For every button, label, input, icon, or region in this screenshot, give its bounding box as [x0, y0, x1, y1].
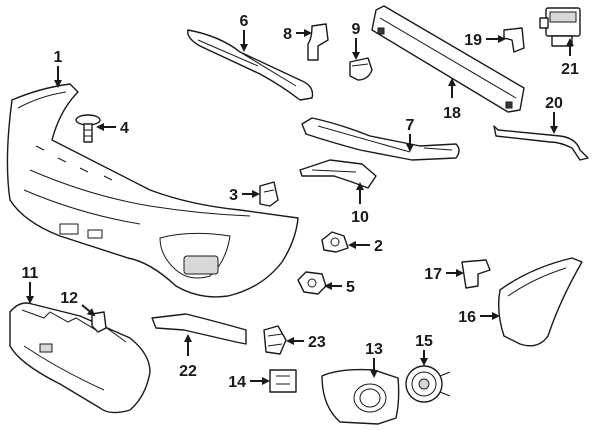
retainer-23	[263, 325, 287, 355]
leader-12	[81, 304, 96, 317]
callout-11: 11	[22, 265, 39, 282]
side-bracket	[493, 125, 589, 161]
callout-13: 13	[365, 341, 383, 358]
callout-22: 22	[179, 363, 197, 380]
bracket-19	[503, 27, 525, 53]
leader-lines	[26, 29, 574, 385]
callout-4: 4	[120, 120, 129, 137]
callout-15: 15	[415, 333, 433, 350]
bracket-17	[461, 259, 491, 289]
callout-23: 23	[308, 334, 326, 351]
callout-7: 7	[406, 117, 415, 134]
fog-lamp	[405, 365, 451, 403]
fog-lamp-bezel	[321, 368, 400, 425]
callout-17: 17	[424, 266, 442, 283]
callout-10: 10	[351, 209, 369, 226]
retainer-9	[349, 57, 373, 81]
sensor-module	[539, 7, 581, 47]
clip-14	[269, 369, 297, 393]
lower-support	[299, 159, 377, 189]
center-bracket	[187, 29, 314, 101]
callout-20: 20	[545, 95, 563, 112]
callout-labels: 1 4 6 8 9 18 19 21 7 20 10 3 2 5 17 16 1…	[22, 13, 579, 391]
push-pin	[75, 114, 101, 143]
callout-3: 3	[229, 187, 238, 204]
callout-9: 9	[352, 21, 361, 38]
clip-3	[259, 181, 279, 207]
fastener-5	[297, 271, 327, 295]
moulding	[151, 313, 247, 345]
clip-8	[307, 23, 329, 61]
callout-16: 16	[458, 309, 476, 326]
callout-21: 21	[561, 61, 579, 78]
callout-19: 19	[464, 32, 482, 49]
callout-8: 8	[283, 26, 292, 43]
callout-1: 1	[54, 49, 63, 66]
reinforcement-beam	[371, 5, 525, 113]
nut-clip	[321, 231, 349, 253]
callout-5: 5	[346, 279, 355, 296]
support-bracket	[301, 117, 460, 161]
lower-cover	[9, 302, 151, 414]
side-garnish	[497, 257, 583, 347]
callout-14: 14	[228, 374, 246, 391]
callout-2: 2	[374, 238, 383, 255]
callout-12: 12	[60, 290, 78, 307]
bumper-cover	[6, 83, 299, 298]
callout-6: 6	[240, 13, 249, 30]
callout-18: 18	[443, 105, 461, 122]
clip-12	[91, 311, 107, 333]
